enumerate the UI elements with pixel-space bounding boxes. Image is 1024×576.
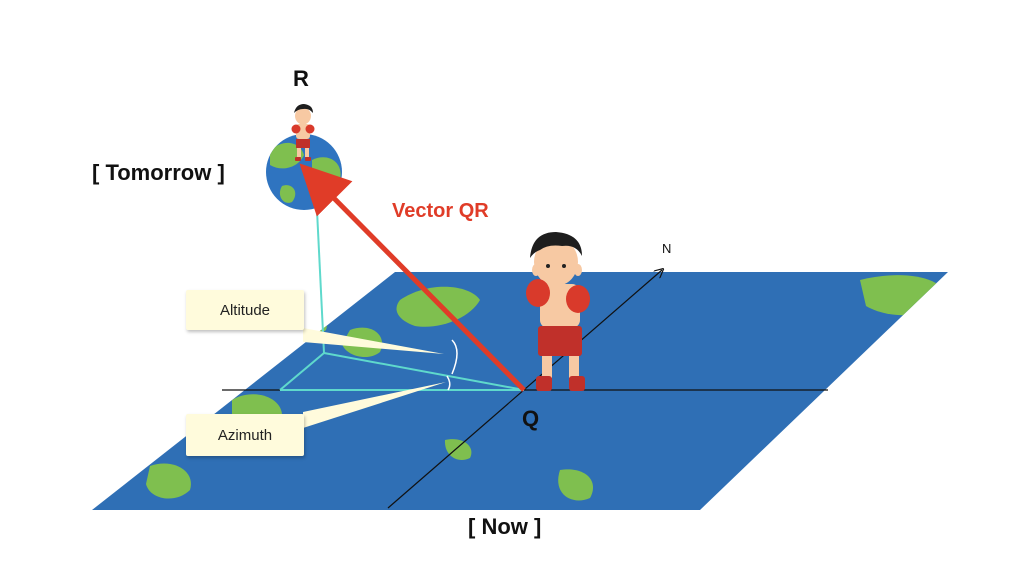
projection-guides <box>279 189 525 391</box>
horizontal-projection <box>323 352 525 391</box>
vertical-drop-line <box>315 189 325 354</box>
projection-to-axis <box>279 352 325 391</box>
azimuth-pointer <box>303 382 446 428</box>
boxer-small-icon <box>291 104 315 161</box>
point-q-label: Q <box>522 406 540 431</box>
vector-qr-label: Vector QR <box>392 200 489 222</box>
vector-qr-arrow <box>299 163 526 392</box>
tomorrow-label: [ Tomorrow ] <box>92 160 225 185</box>
altitude-callout: Altitude <box>186 290 304 330</box>
now-label: [ Now ] <box>468 514 542 539</box>
altitude-arc <box>451 339 458 375</box>
azimuth-callout: Azimuth <box>186 414 304 456</box>
azimuth-arc <box>446 375 451 391</box>
altitude-pointer <box>303 328 444 354</box>
boxer-icon <box>526 232 590 391</box>
point-r-label: R <box>293 66 309 91</box>
north-label: N <box>662 241 672 256</box>
